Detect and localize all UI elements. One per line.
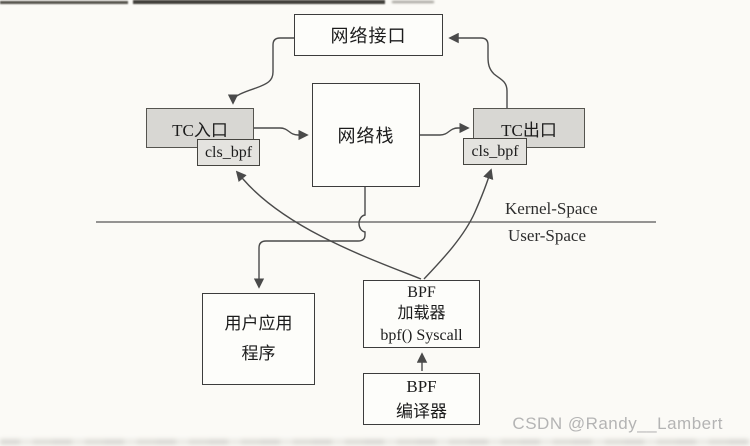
arrow-tc-ingress-to-netstack: [254, 127, 309, 141]
user-space-label: User-Space: [508, 226, 587, 245]
node-network-interface: 网络接口: [294, 14, 443, 56]
node-user-application: 用户应用 程序: [202, 293, 315, 385]
arrow-tc-egress-to-netif: [448, 32, 508, 108]
node-label-line: 编译器: [396, 402, 447, 421]
node-label-line: BPF: [407, 283, 436, 301]
node-label: 网络接口: [330, 26, 407, 46]
node-network-stack: 网络栈: [312, 83, 420, 187]
node-cls-bpf-ingress: cls_bpf: [197, 139, 260, 166]
node-label-line: BPF: [406, 376, 437, 396]
node-label: 网络栈: [337, 126, 395, 146]
node-label: TC入口: [172, 120, 228, 140]
node-bpf-compiler: BPF 编译器: [363, 373, 480, 425]
arrow-bpf-loader-to-cls-bpf-right: [423, 168, 494, 280]
arrow-bpf-loader-to-cls-bpf-left: [235, 170, 422, 280]
node-label-line: 加载器: [397, 305, 446, 323]
arrow-netif-to-tc-ingress: [227, 37, 295, 105]
kernel-space-label: Kernel-Space: [505, 199, 598, 218]
node-bpf-loader: BPF 加载器 bpf() Syscall: [363, 280, 480, 348]
node-label: cls_bpf: [204, 143, 253, 161]
node-label-line: 用户应用: [224, 314, 293, 334]
node-label: TC出口: [501, 120, 557, 140]
arrow-netstack-to-user-app: [253, 187, 366, 289]
node-cls-bpf-egress: cls_bpf: [463, 138, 527, 165]
node-label-line: 程序: [241, 344, 276, 363]
node-label: cls_bpf: [471, 142, 519, 160]
csdn-watermark: CSDN @Randy__Lambert: [512, 414, 723, 433]
arrow-netstack-to-tc-egress: [420, 122, 470, 136]
node-label-line: bpf() Syscall: [380, 326, 463, 344]
